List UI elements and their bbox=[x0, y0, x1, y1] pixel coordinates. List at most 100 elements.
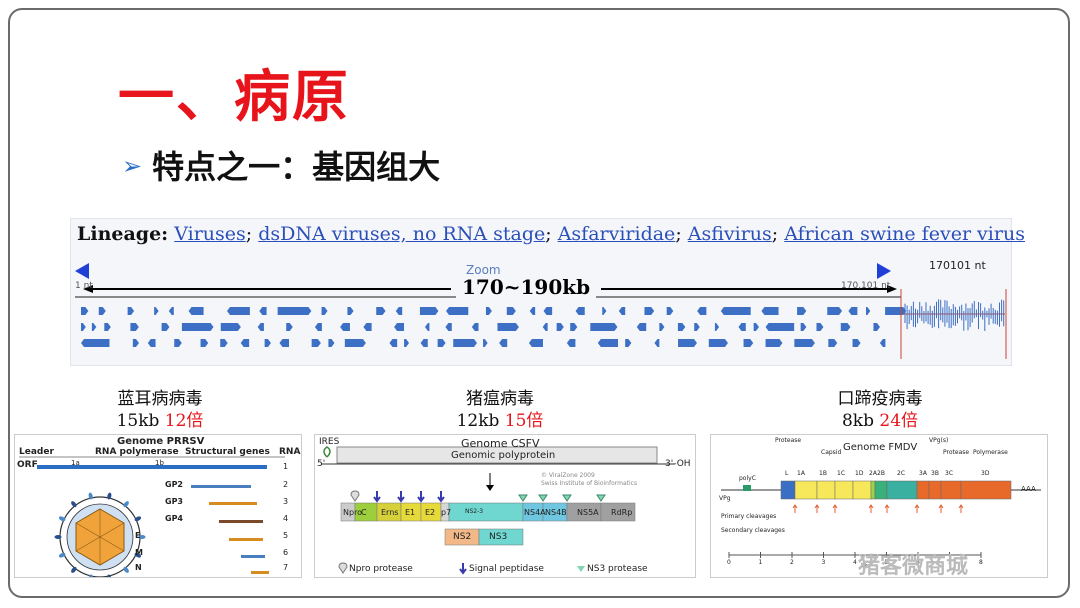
slide-frame bbox=[8, 8, 1070, 598]
csfv-segment-label: RdRp bbox=[611, 508, 633, 517]
csfv-segment bbox=[600, 502, 636, 522]
virus-name: 猪瘟病毒 bbox=[466, 389, 534, 409]
gene-feature bbox=[188, 307, 204, 315]
zoom-label[interactable]: Zoom bbox=[466, 263, 501, 277]
fmdv-protease-label: Protease bbox=[775, 437, 802, 444]
gene-feature bbox=[437, 339, 446, 347]
gene-feature bbox=[800, 323, 807, 331]
npro-protease-icon bbox=[350, 490, 360, 502]
prrsv-header-leader: Leader bbox=[19, 447, 54, 457]
csfv-legend-npro: Npro protease bbox=[349, 564, 413, 574]
gene-feature bbox=[279, 339, 290, 347]
gene-feature bbox=[852, 339, 861, 347]
csfv-segment-label: NS4B bbox=[545, 508, 567, 517]
gene-feature bbox=[570, 323, 578, 331]
gene-feature bbox=[132, 339, 139, 347]
gene-feature bbox=[575, 307, 585, 315]
scroll-right-icon[interactable] bbox=[877, 263, 891, 279]
fmdv-segment bbox=[874, 480, 888, 500]
gene-feature bbox=[264, 339, 271, 347]
envelope-protein bbox=[88, 574, 93, 577]
cleavage-arrow-icon bbox=[914, 504, 920, 513]
gene-feature bbox=[542, 323, 548, 331]
fmdv-segment bbox=[794, 480, 818, 500]
gene-feature bbox=[104, 323, 111, 331]
gene-feature bbox=[794, 339, 815, 347]
gene-feature bbox=[597, 339, 619, 347]
envelope-protein bbox=[123, 501, 129, 508]
lineage-link-asfivirus[interactable]: Asfivirus bbox=[687, 223, 772, 245]
virus-name: 口蹄疫病毒 bbox=[837, 389, 923, 409]
lineage-link-asfarviridae[interactable]: Asfarviridae bbox=[557, 223, 676, 245]
ruler-end-label: 170,101 nt bbox=[841, 281, 891, 291]
gene-feature bbox=[828, 339, 838, 347]
prrsv-diagram-svg bbox=[19, 456, 285, 577]
fmdv-segment bbox=[780, 480, 796, 500]
fmdv-polyc-label: polyC bbox=[739, 475, 756, 482]
legend-ns3-icon bbox=[577, 566, 585, 572]
gene-feature bbox=[738, 323, 746, 331]
csfv-legend-signal: Signal peptidase bbox=[469, 564, 544, 574]
prrsv-rna-number: 3 bbox=[283, 497, 289, 506]
gene-feature bbox=[666, 307, 674, 315]
scroll-left-icon[interactable] bbox=[75, 263, 89, 279]
watermark: 猪客微商城 bbox=[858, 554, 969, 579]
prrsv-rna-number: 1 bbox=[283, 462, 289, 471]
fmdv-axis-label: 5 bbox=[884, 559, 889, 566]
gene-feature bbox=[259, 307, 267, 315]
fmdv-segment-label: L bbox=[785, 470, 789, 477]
envelope-protein bbox=[54, 535, 62, 539]
gene-feature bbox=[654, 339, 660, 347]
envelope-protein bbox=[88, 492, 93, 500]
lineage-link-viruses[interactable]: Viruses bbox=[174, 223, 246, 245]
gene-feature bbox=[708, 339, 728, 347]
csfv-legend-ns3: NS3 protease bbox=[587, 564, 648, 574]
gene-feature bbox=[797, 307, 807, 315]
gene-feature bbox=[590, 323, 618, 331]
subgenomic-rna bbox=[191, 485, 251, 488]
ruler-start-label: 1 nt bbox=[75, 281, 93, 291]
lineage-label: Lineage: bbox=[77, 223, 169, 245]
gene-feature bbox=[181, 323, 214, 331]
fmdv-segment-label: 1C bbox=[837, 470, 846, 477]
lineage-link-asfv[interactable]: African swine fever virus bbox=[784, 223, 1025, 245]
gene-feature bbox=[394, 323, 405, 331]
envelope-protein bbox=[123, 566, 129, 573]
prrsv-header-polymerase: RNA polymerase bbox=[95, 447, 179, 457]
csfv-segment-label: E1 bbox=[405, 508, 416, 517]
fmdv-segment-label: 2B bbox=[877, 470, 885, 477]
gene-feature bbox=[720, 307, 751, 315]
lineage-link-dsdna[interactable]: dsDNA viruses, no RNA stage bbox=[258, 223, 546, 245]
gene-feature bbox=[761, 307, 779, 315]
ns3-protease-icon bbox=[562, 494, 572, 502]
fmdv-segment-label: 3A bbox=[919, 470, 927, 477]
gene-feature bbox=[419, 307, 439, 315]
gene-feature bbox=[636, 323, 647, 331]
subgenomic-rna bbox=[241, 555, 265, 558]
fmdv-segment bbox=[928, 480, 942, 500]
gene-feature bbox=[765, 339, 783, 347]
fmdv-segment bbox=[960, 480, 1012, 500]
csfv-credit-2: Swiss Institute of Bioinformatics bbox=[541, 480, 638, 487]
fmdv-kb-label: kb bbox=[861, 563, 869, 570]
gene-feature bbox=[816, 323, 824, 331]
prrsv-orf-label: ORF bbox=[17, 460, 38, 470]
envelope-protein bbox=[134, 552, 142, 558]
csfv-segment-label: Erns bbox=[381, 508, 399, 517]
subgenomic-rna bbox=[209, 502, 257, 505]
virus-size: 8kb bbox=[841, 411, 874, 431]
fmdv-axis-label: 8 bbox=[979, 559, 983, 566]
fmdv-diagram-svg bbox=[721, 480, 1041, 558]
prrsv-rna-number: 2 bbox=[283, 480, 289, 489]
prrsv-rna-number: 6 bbox=[283, 548, 289, 557]
csfv-segment-label: NS4A bbox=[524, 508, 546, 517]
signal-peptidase-icon bbox=[397, 491, 405, 503]
gene-feature bbox=[743, 339, 754, 347]
gene-feature bbox=[471, 323, 479, 331]
envelope-protein bbox=[134, 516, 142, 522]
envelope-protein bbox=[138, 535, 146, 539]
fmdv-axis-label: 0 bbox=[727, 559, 731, 566]
prrsv-gene-label: GP3 bbox=[165, 497, 183, 506]
gene-feature bbox=[499, 339, 508, 347]
